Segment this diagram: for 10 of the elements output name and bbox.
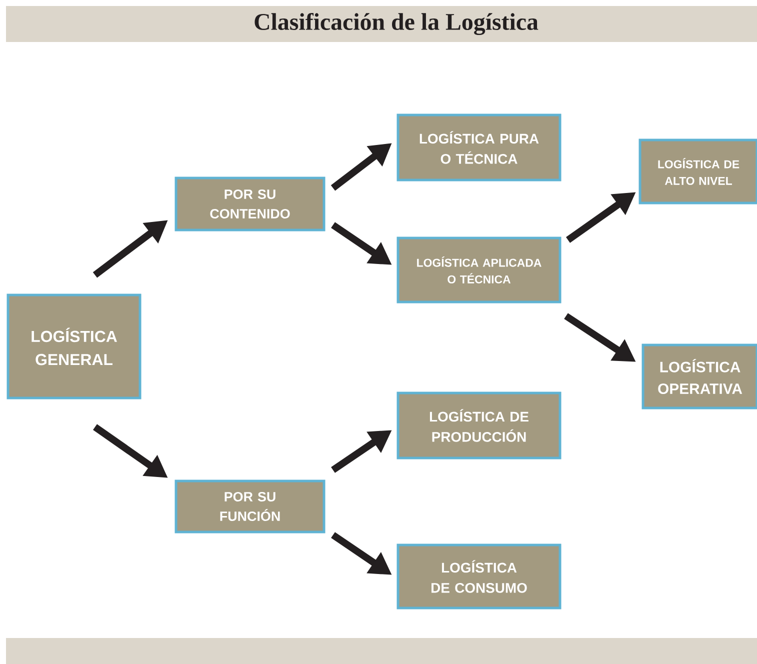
category-box: LOGÍSTICA OPERATIVA xyxy=(642,344,757,410)
category-box: POR SU CONTENIDO xyxy=(174,176,326,232)
category-box: LOGÍSTICA APLICADA O TÉCNICA xyxy=(396,236,562,304)
category-box: LOGÍSTICA DE ALTO NIVEL xyxy=(638,138,757,204)
category-box: LOGÍSTICA DE CONSUMO xyxy=(396,544,562,610)
category-box: LOGÍSTICA DE PRODUCCIÓN xyxy=(396,392,562,460)
category-box: POR SU FUNCIÓN xyxy=(174,480,326,534)
category-box: LOGÍSTICA GENERAL xyxy=(6,294,142,400)
category-box: LOGÍSTICA PURA O TÉCNICA xyxy=(396,114,562,182)
title-band: Clasificación de la Logística xyxy=(6,6,757,42)
